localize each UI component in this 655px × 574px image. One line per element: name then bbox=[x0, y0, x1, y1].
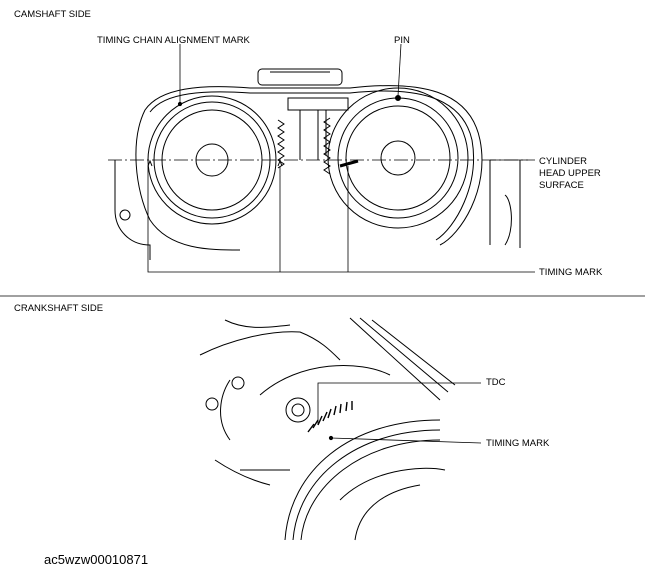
crankshaft-timing-mark-label: TIMING MARK bbox=[486, 438, 550, 449]
tdc-label: TDC bbox=[486, 377, 506, 388]
figure-code: ac5wzw00010871 bbox=[44, 552, 149, 567]
cylinder-head-upper-surface-label-line3: SURFACE bbox=[539, 180, 584, 191]
camshaft-leader-lines bbox=[147, 43, 535, 273]
crankshaft-pulley bbox=[284, 419, 441, 541]
timing-chain bbox=[135, 85, 483, 251]
cylinder-head-upper-surface-label-line1: CYLINDER bbox=[539, 156, 588, 167]
tdc-scale bbox=[307, 401, 353, 433]
camshaft-section-title: CAMSHAFT SIDE bbox=[14, 9, 91, 20]
cylinder-head-upper-surface-label-line2: HEAD UPPER bbox=[539, 168, 601, 179]
left-camshaft-sprocket bbox=[147, 95, 277, 225]
crankshaft-leader-lines bbox=[317, 382, 482, 444]
chain-guide bbox=[257, 68, 343, 86]
timing-chain-alignment-mark-label: TIMING CHAIN ALIGNMENT MARK bbox=[97, 35, 250, 46]
camshaft-timing-mark-label: TIMING MARK bbox=[539, 267, 603, 278]
crankshaft-diagram bbox=[199, 317, 456, 541]
crankshaft-section-title: CRANKSHAFT SIDE bbox=[14, 303, 104, 314]
pin-label: PIN bbox=[394, 35, 410, 46]
right-camshaft-sprocket bbox=[327, 87, 469, 229]
